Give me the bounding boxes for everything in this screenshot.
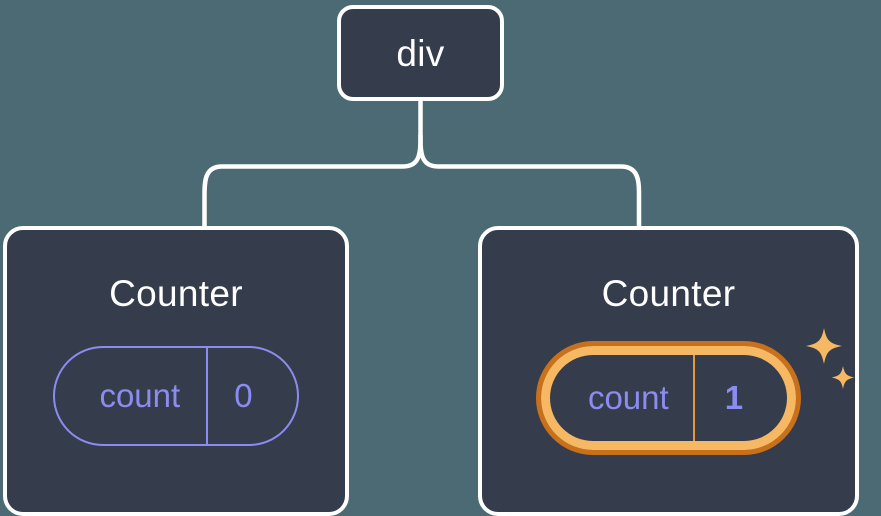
sparkle-group	[806, 328, 855, 389]
sparkle-small-icon	[831, 366, 855, 389]
diagram-canvas: div Counter count 0 Counter count 1	[3, 5, 859, 516]
node-counter-right[interactable]: Counter count 1	[478, 226, 859, 516]
state-pill-divider-right	[692, 355, 695, 441]
sparkle-large-icon	[806, 328, 843, 364]
state-value-left: 0	[234, 377, 253, 414]
node-counter-right-label: Counter	[601, 273, 736, 314]
connector-left-branch	[202, 134, 423, 226]
node-div-label: div	[396, 32, 445, 74]
state-key-left: count	[99, 377, 181, 414]
node-counter-left-label: Counter	[109, 273, 243, 314]
node-div[interactable]: div	[337, 5, 504, 101]
state-pill-wrapper-left: count 0	[53, 346, 299, 446]
connector-right-branch	[418, 134, 642, 226]
node-counter-left[interactable]: Counter count 0	[3, 226, 349, 516]
state-pill-left[interactable]: count 0	[53, 346, 299, 446]
state-pill-wrapper-right: count 1	[541, 328, 855, 450]
state-pill-right[interactable]: count 1	[541, 346, 796, 450]
state-pill-divider-left	[206, 348, 209, 444]
state-value-right: 1	[724, 379, 744, 416]
state-key-right: count	[587, 379, 669, 416]
